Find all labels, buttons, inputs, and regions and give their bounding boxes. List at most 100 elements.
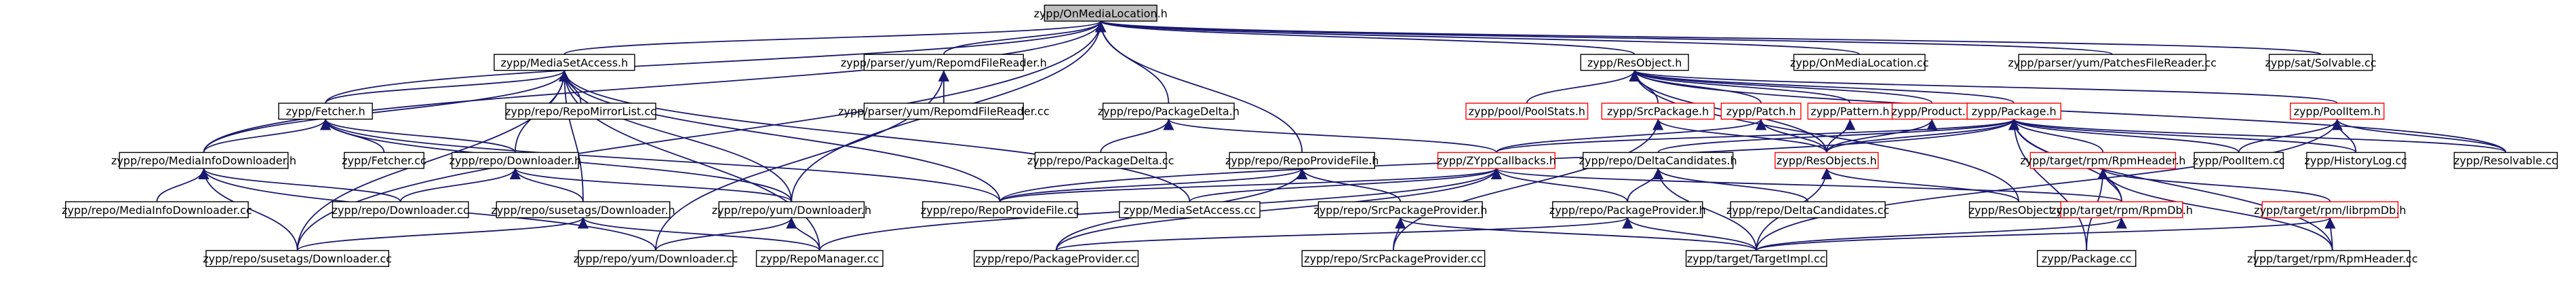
include-edge xyxy=(999,168,1502,202)
node-box xyxy=(2306,151,2406,169)
file-node-history-log-cc[interactable]: zypp/HistoryLog.cc xyxy=(2304,151,2407,169)
file-node-repo-provide-file-cc[interactable]: zypp/repo/RepoProvideFile.cc xyxy=(921,201,1079,219)
node-box xyxy=(1034,151,1167,169)
file-node-root[interactable]: zypp/OnMediaLocation.h xyxy=(1034,4,1168,22)
include-edge xyxy=(559,70,1001,202)
file-node-solvable-cc[interactable]: zypp/sat/Solvable.cc xyxy=(2265,54,2377,71)
include-edge xyxy=(2008,118,2357,153)
node-box xyxy=(1966,103,2061,120)
node-box xyxy=(2029,151,2177,169)
include-edge xyxy=(1629,69,2015,104)
node-box xyxy=(863,54,1024,71)
node-label: zypp/PoolItem.cc xyxy=(2193,154,2285,167)
file-node-repo-provide-file-h[interactable]: zypp/repo/RepoProvideFile.h xyxy=(1225,151,1379,169)
file-node-res-objects-h[interactable]: zypp/ResObjects.h xyxy=(1775,151,1879,169)
file-node-src-package-provider-cc[interactable]: zypp/repo/SrcPackageProvider.cc xyxy=(1301,250,1486,268)
file-node-resolvable-cc[interactable]: zypp/Resolvable.cc xyxy=(2453,151,2558,169)
node-box xyxy=(1044,4,1157,22)
file-node-rpm-db-h[interactable]: zypp/target/rpm/RpmDb.h xyxy=(2050,201,2193,219)
file-node-res-object-h[interactable]: zypp/ResObject.h xyxy=(1580,54,1689,71)
node-box xyxy=(1775,151,1879,169)
node-box xyxy=(1102,103,1235,120)
file-node-target-impl-cc[interactable]: zypp/target/TargetImpl.cc xyxy=(1685,250,1827,268)
node-label: zypp/repo/RepoProvideFile.cc xyxy=(921,204,1079,217)
node-label: zypp/Patch.h xyxy=(1726,105,1796,118)
file-node-media-set-access-cc[interactable]: zypp/MediaSetAccess.cc xyxy=(1119,201,1261,219)
node-label: zypp/target/rpm/RpmHeader.h xyxy=(2020,154,2185,167)
file-node-src-package-h[interactable]: zypp/SrcPackage.h xyxy=(1601,103,1715,120)
file-node-pool-item-h[interactable]: zypp/PoolItem.h xyxy=(2289,103,2385,120)
include-edge xyxy=(1495,118,2019,153)
file-node-pool-stats-h[interactable]: zypp/pool/PoolStats.h xyxy=(1465,103,1589,120)
file-node-rpm-header-cc[interactable]: zypp/target/rpm/RpmHeader.cc xyxy=(2247,250,2418,268)
file-node-pool-item-cc[interactable]: zypp/PoolItem.cc xyxy=(2193,151,2285,169)
file-node-librpm-db-h[interactable]: zypp/target/rpm/librpmDb.h xyxy=(2254,201,2406,219)
node-label: zypp/HistoryLog.cc xyxy=(2304,154,2407,167)
file-node-repo-manager-cc[interactable]: zypp/RepoManager.cc xyxy=(755,250,884,268)
file-node-patches-file-reader-cc[interactable]: zypp/parser/yum/PatchesFileReader.cc xyxy=(2008,54,2217,71)
include-edge xyxy=(1163,118,1497,153)
file-node-repo-mirror-list-cc[interactable]: zypp/repo/RepoMirrorList.cc xyxy=(505,103,656,120)
node-label: zypp/repo/PackageProvider.cc xyxy=(975,253,1136,266)
include-edge xyxy=(1622,217,1758,251)
include-edge xyxy=(1652,168,1758,251)
file-node-media-info-downloader-h[interactable]: zypp/repo/MediaInfoDownloader.h xyxy=(111,151,296,169)
node-label: zypp/Fetcher.cc xyxy=(342,154,427,167)
file-node-fetcher-cc[interactable]: zypp/Fetcher.cc xyxy=(342,151,427,169)
file-node-media-info-downloader-cc[interactable]: zypp/repo/MediaInfoDownloader.cc xyxy=(62,201,252,219)
file-node-yum-downloader-cc[interactable]: zypp/repo/yum/Downloader.cc xyxy=(574,250,738,268)
node-box xyxy=(65,201,249,219)
file-node-src-package-provider-h[interactable]: zypp/repo/SrcPackageProvider.h xyxy=(1313,201,1487,219)
file-node-repomd-file-reader-h[interactable]: zypp/parser/yum/RepomdFileReader.h xyxy=(841,54,1047,71)
file-node-package-provider-cc[interactable]: zypp/repo/PackageProvider.cc xyxy=(974,250,1139,268)
node-label: zypp/ResObjects.h xyxy=(1777,154,1877,167)
node-label: zypp/repo/SrcPackageProvider.cc xyxy=(1304,253,1483,266)
node-label: zypp/Package.h xyxy=(1972,105,2057,118)
node-box xyxy=(2018,54,2207,71)
node-box xyxy=(205,250,390,268)
node-box xyxy=(2289,103,2385,120)
file-node-package-provider-h[interactable]: zypp/repo/PackageProvider.h xyxy=(1549,201,1706,219)
node-label: zypp/repo/PackageProvider.h xyxy=(1549,204,1706,217)
file-node-pattern-h[interactable]: zypp/Pattern.h xyxy=(1807,103,1893,120)
node-label: zypp/Fetcher.h xyxy=(285,105,365,118)
file-node-on-media-location-cc[interactable]: zypp/OnMediaLocation.cc xyxy=(1790,54,1929,71)
file-node-rpm-header-h[interactable]: zypp/target/rpm/RpmHeader.h xyxy=(2020,151,2185,169)
node-label: zypp/Pattern.h xyxy=(1810,105,1889,118)
include-edge xyxy=(1629,69,1933,104)
include-edge xyxy=(203,70,570,153)
node-box xyxy=(2255,250,2411,268)
file-node-media-set-access-h[interactable]: zypp/MediaSetAccess.h xyxy=(494,54,635,71)
file-node-fetcher-h[interactable]: zypp/Fetcher.h xyxy=(278,103,373,120)
file-node-delta-candidates-h[interactable]: zypp/repo/DeltaCandidates.h xyxy=(1579,151,1737,169)
include-edge xyxy=(786,217,820,251)
include-edge xyxy=(1095,20,1861,55)
include-edge xyxy=(578,217,820,251)
include-edge xyxy=(296,217,589,251)
file-node-downloader-cc[interactable]: zypp/repo/Downloader.cc xyxy=(332,201,469,219)
file-node-package-delta-cc[interactable]: zypp/repo/PackageDelta.cc xyxy=(1027,151,1174,169)
file-node-yum-downloader-h[interactable]: zypp/repo/yum/Downloader.h xyxy=(712,201,871,219)
node-label: zypp/Package.cc xyxy=(2042,253,2132,266)
file-node-res-object-cc[interactable]: zypp/ResObject.cc xyxy=(1969,201,2069,219)
file-node-zypp-callbacks-h[interactable]: zypp/ZYppCallbacks.h xyxy=(1437,151,1556,169)
file-node-downloader-h[interactable]: zypp/repo/Downloader.h xyxy=(449,151,581,169)
file-node-patch-h[interactable]: zypp/Patch.h xyxy=(1720,103,1802,120)
include-edge xyxy=(1491,168,2122,202)
file-node-product-h[interactable]: zypp/Product.h xyxy=(1891,103,1973,120)
node-box xyxy=(343,151,424,169)
node-label: zypp/repo/RepoMirrorList.cc xyxy=(505,105,656,118)
file-node-package-delta-h[interactable]: zypp/repo/PackageDelta.h xyxy=(1098,103,1240,120)
node-label: zypp/parser/yum/PatchesFileReader.cc xyxy=(2008,56,2217,69)
file-node-repomd-file-reader-cc[interactable]: zypp/parser/yum/RepomdFileReader.cc xyxy=(838,103,1050,120)
node-box xyxy=(494,54,635,71)
node-box xyxy=(1465,103,1589,120)
file-node-package-cc[interactable]: zypp/Package.cc xyxy=(2036,250,2137,268)
file-node-susetags-downloader-h[interactable]: zypp/repo/susetags/Downloader.h xyxy=(491,201,675,219)
include-edge xyxy=(1756,119,2343,251)
file-node-package-h[interactable]: zypp/Package.h xyxy=(1966,103,2061,120)
file-node-susetags-downloader-cc[interactable]: zypp/repo/susetags/Downloader.cc xyxy=(203,250,392,268)
include-edge xyxy=(325,70,570,104)
file-node-delta-candidates-cc[interactable]: zypp/repo/DeltaCandidates.cc xyxy=(1726,201,1889,219)
node-box xyxy=(2036,250,2137,268)
